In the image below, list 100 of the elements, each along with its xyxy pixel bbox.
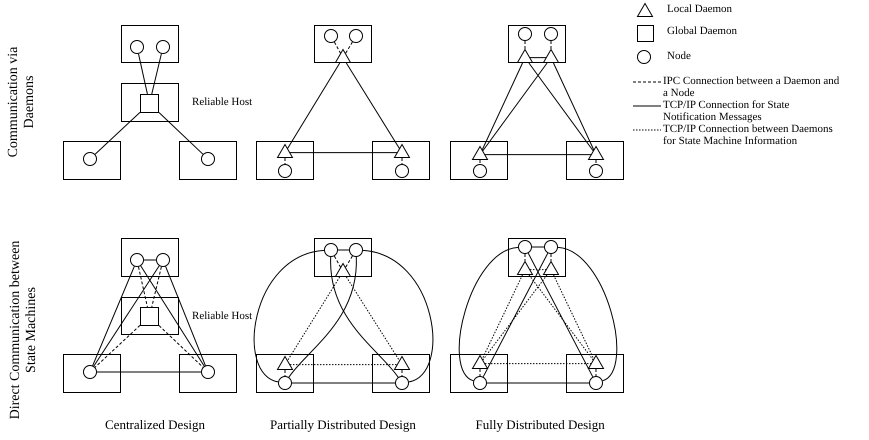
host-box	[179, 141, 237, 180]
node-circle	[518, 27, 532, 41]
connection-line	[287, 62, 340, 149]
connection-line	[140, 265, 205, 367]
node-circle	[589, 376, 603, 390]
node-circle	[324, 29, 338, 43]
dotted-connection-line	[482, 274, 548, 360]
dashed-connection-line	[158, 325, 204, 368]
curved-connection-line	[362, 250, 434, 382]
local-daemon-triangle	[588, 146, 604, 160]
connection-line	[532, 246, 544, 248]
dashed-connection-line	[345, 256, 353, 268]
legend-text: TCP/IP Connection between Daemons for State Machine Information	[663, 123, 834, 147]
dotted-connection-line	[529, 269, 547, 270]
host-box	[314, 238, 372, 277]
dashed-connection-line	[550, 254, 552, 262]
host-box	[566, 354, 624, 393]
dotted-connection-line	[287, 276, 340, 362]
node-circle	[201, 152, 215, 166]
host-box	[256, 141, 314, 180]
local-daemon-triangle	[517, 49, 533, 63]
local-daemon-triangle	[588, 355, 604, 369]
dashed-connection-line	[151, 266, 162, 308]
host-box	[566, 141, 624, 180]
connection-line	[94, 112, 140, 155]
node-circle	[349, 243, 363, 257]
connection-line	[151, 53, 162, 94]
node-circle	[473, 164, 487, 178]
dotted-connection-line	[482, 274, 523, 360]
node-circle	[395, 164, 409, 178]
curved-connection-line	[558, 246, 618, 382]
node-circle	[83, 152, 97, 166]
host-caption: Reliable Host	[192, 96, 252, 108]
connection-line	[552, 62, 594, 150]
connection-line	[482, 62, 524, 150]
local-daemon-triangle	[277, 356, 293, 370]
dashed-connection-line	[138, 266, 148, 308]
host-box	[63, 354, 121, 393]
connection-line	[482, 62, 548, 152]
node-circle	[349, 29, 363, 43]
local-daemon-triangle	[472, 355, 488, 369]
dashed-connection-line	[334, 256, 342, 268]
dashed-connection-line	[94, 324, 140, 368]
legend-text: IPC Connection between a Daemon and a Node	[663, 75, 840, 99]
node-circle	[395, 376, 409, 390]
column-title: Partially Distributed Design	[270, 417, 416, 433]
connection-line	[138, 53, 148, 94]
local-daemon-triangle	[543, 49, 559, 63]
node-circle	[83, 365, 97, 379]
connection-line	[482, 252, 548, 378]
local-daemon-triangle	[543, 261, 559, 275]
host-box	[508, 25, 566, 63]
curved-connection-line	[458, 246, 518, 382]
node-circle	[278, 376, 292, 390]
dashed-connection-line	[550, 40, 552, 50]
dashed-connection-line	[284, 370, 286, 376]
dotted-connection-line	[346, 276, 400, 362]
connection-line	[346, 62, 400, 150]
legend-text: Global Daemon	[667, 25, 738, 37]
host-box	[121, 238, 179, 277]
host-box	[179, 354, 237, 393]
host-box	[450, 354, 508, 393]
host-box	[372, 354, 430, 393]
connection-line	[528, 62, 594, 152]
node-circle	[544, 240, 558, 254]
host-caption: Reliable Host	[192, 310, 252, 322]
global-daemon-square	[140, 307, 159, 326]
legend-text: Node	[667, 50, 692, 62]
dotted-connection-line	[289, 364, 398, 366]
node-circle	[278, 164, 292, 178]
host-box	[63, 141, 121, 180]
connection-line	[529, 57, 547, 58]
dotted-connection-line	[553, 274, 594, 360]
column-title: Fully Distributed Design	[476, 417, 605, 433]
local-daemon-triangle	[394, 144, 410, 158]
host-box	[256, 354, 314, 393]
node-circle	[130, 253, 144, 267]
connection-line	[93, 265, 160, 367]
curved-connection-line	[254, 250, 325, 382]
curved-connection-line	[288, 256, 357, 378]
connection-line	[165, 266, 206, 366]
node-circle	[544, 27, 558, 41]
local-daemon-triangle	[517, 261, 533, 275]
local-daemon-triangle	[472, 146, 488, 160]
dotted-connection-line	[484, 363, 592, 364]
node-circle	[156, 253, 170, 267]
node-circle	[324, 243, 338, 257]
connection-line	[158, 112, 204, 155]
row-title: Communication via Daemons	[6, 46, 38, 160]
curved-connection-line	[330, 256, 399, 378]
node-circle	[130, 40, 144, 54]
dotted-connection-line	[528, 274, 594, 360]
connection-line	[292, 382, 396, 384]
local-daemon-triangle	[335, 49, 351, 63]
node-circle	[518, 240, 532, 254]
connection-line	[528, 252, 594, 378]
legend-text: Local Daemon	[667, 3, 734, 15]
dashed-connection-line	[284, 158, 286, 164]
legend-text: TCP/IP Connection for State Notification Messages	[663, 99, 790, 123]
connection-line	[289, 152, 398, 154]
